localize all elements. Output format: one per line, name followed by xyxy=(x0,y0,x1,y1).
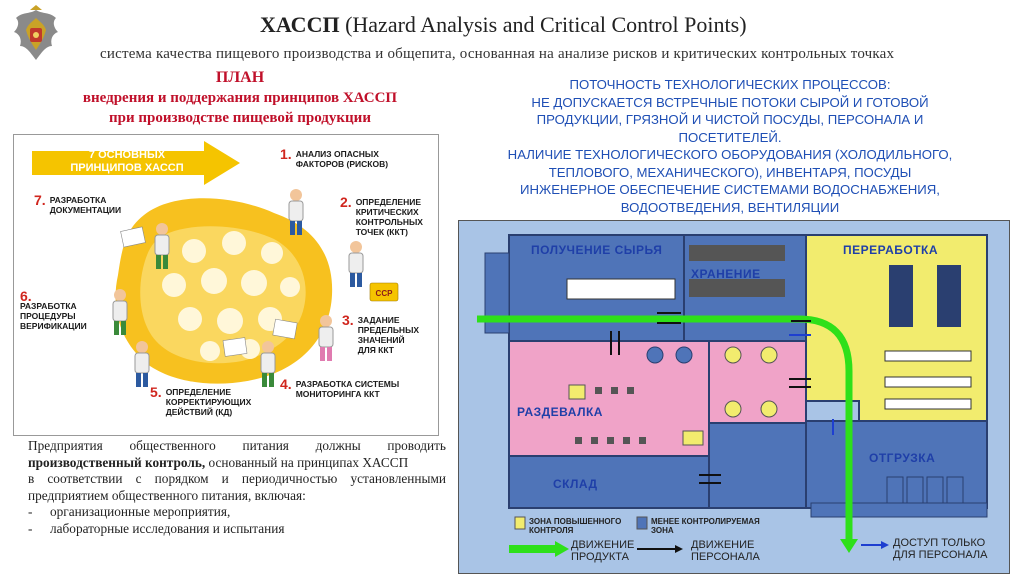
principles-arrow-label: 7 ОСНОВНЫХ ПРИНЦИПОВ ХАССП xyxy=(70,149,184,174)
room-label-storage: ХРАНЕНИЕ xyxy=(691,267,761,281)
haccp-principles-illustration: ССР 7 ОСНОВНЫХ ПРИНЦИПОВ ХАССП 1.АНАЛИЗ … xyxy=(13,134,439,436)
svg-text:ССР: ССР xyxy=(376,289,394,298)
room-label-changing: РАЗДЕВАЛКА xyxy=(517,405,603,419)
principles-arrow xyxy=(32,141,240,185)
page-subtitle: система качества пищевого производства и… xyxy=(100,46,895,62)
legend-low-control-swatch xyxy=(636,516,648,530)
body-paragraph-2: в соответствии с порядком и периодичност… xyxy=(28,471,446,503)
light-spots xyxy=(162,231,300,361)
room-label-processing: ПЕРЕРАБОТКА xyxy=(843,243,939,257)
plan-heading-line3: при производстве пищевой продукции xyxy=(109,110,371,126)
principles-graphic: ССР xyxy=(32,141,399,387)
staff-only-arrows xyxy=(789,334,834,435)
flow-requirements-text: ПОТОЧНОСТЬ ТЕХНОЛОГИЧЕСКИХ ПРОЦЕССОВ: НЕ… xyxy=(470,76,990,216)
plan-heading: ПЛАН внедрения и поддержания принципов Х… xyxy=(40,68,440,128)
flow-line: ВОДООТВЕДЕНИЯ, ВЕНТИЛЯЦИИ xyxy=(620,199,840,215)
flow-line: ИНЖЕНЕРНОЕ ОБЕСПЕЧЕНИЕ СИСТЕМАМИ ВОДОСНА… xyxy=(520,182,940,197)
floor-plan-graphic xyxy=(459,221,1009,573)
plan-heading-line2: внедрения и поддержания принципов ХАССП xyxy=(82,90,398,106)
product-flow-line xyxy=(477,315,853,547)
emblem-logo xyxy=(14,5,58,60)
room-warehouse xyxy=(508,455,710,509)
flow-line: ПРОДУКЦИИ, ГРЯЗНОЙ И ЧИСТОЙ ПОСУДЫ, ПЕРС… xyxy=(536,112,924,127)
staff-flow-arrows xyxy=(610,312,811,484)
legend-staff-only-arrow xyxy=(881,541,889,549)
ccp-box: ССР xyxy=(369,282,399,302)
facility-floor-plan: ПОЛУЧЕНИЕ СЫРЬЯ ХРАНЕНИЕ ПЕРЕРАБОТКА РАЗ… xyxy=(458,220,1010,574)
legend-staff-flow-arrow xyxy=(675,545,683,553)
plan-heading-line1: ПЛАН xyxy=(215,69,265,86)
room-label-shipping: ОТГРУЗКА xyxy=(869,451,936,465)
list-item: организационные мероприятия, xyxy=(28,504,446,521)
room-label-receiving: ПОЛУЧЕНИЕ СЫРЬЯ xyxy=(531,243,663,257)
flow-line: ПОСЕТИТЕЛЕЙ. xyxy=(678,129,782,145)
flow-line: ПОТОЧНОСТЬ ТЕХНОЛОГИЧЕСКИХ ПРОЦЕССОВ: xyxy=(569,77,891,92)
legend-product-flow-arrow xyxy=(555,541,569,557)
flow-line: НЕ ДОПУСКАЕТСЯ ВСТРЕЧНЫЕ ПОТОКИ СЫРОЙ И … xyxy=(531,94,929,110)
legend-high-control-swatch xyxy=(514,516,526,530)
room-label-warehouse: СКЛАД xyxy=(553,477,598,491)
flow-line: НАЛИЧИЕ ТЕХНОЛОГИЧЕСКОГО ОБОРУДОВАНИЯ (Х… xyxy=(507,147,953,162)
production-control-text: Предприятия общественного питания должны… xyxy=(28,438,446,537)
list-item: лабораторные исследования и испытания xyxy=(28,521,446,538)
body-bullet-list: организационные мероприятия, лабораторны… xyxy=(28,504,446,537)
flow-line: ТЕПЛОВОГО, МЕХАНИЧЕСКОГО), ИНВЕНТАРЯ, ПО… xyxy=(548,164,912,180)
page-title: ХАССП (Hazard Analysis and Critical Cont… xyxy=(260,12,747,37)
body-paragraph-1: Предприятия общественного питания должны… xyxy=(28,438,446,470)
room-changing xyxy=(508,340,710,457)
people-figures xyxy=(112,189,364,387)
document-papers xyxy=(120,226,298,357)
